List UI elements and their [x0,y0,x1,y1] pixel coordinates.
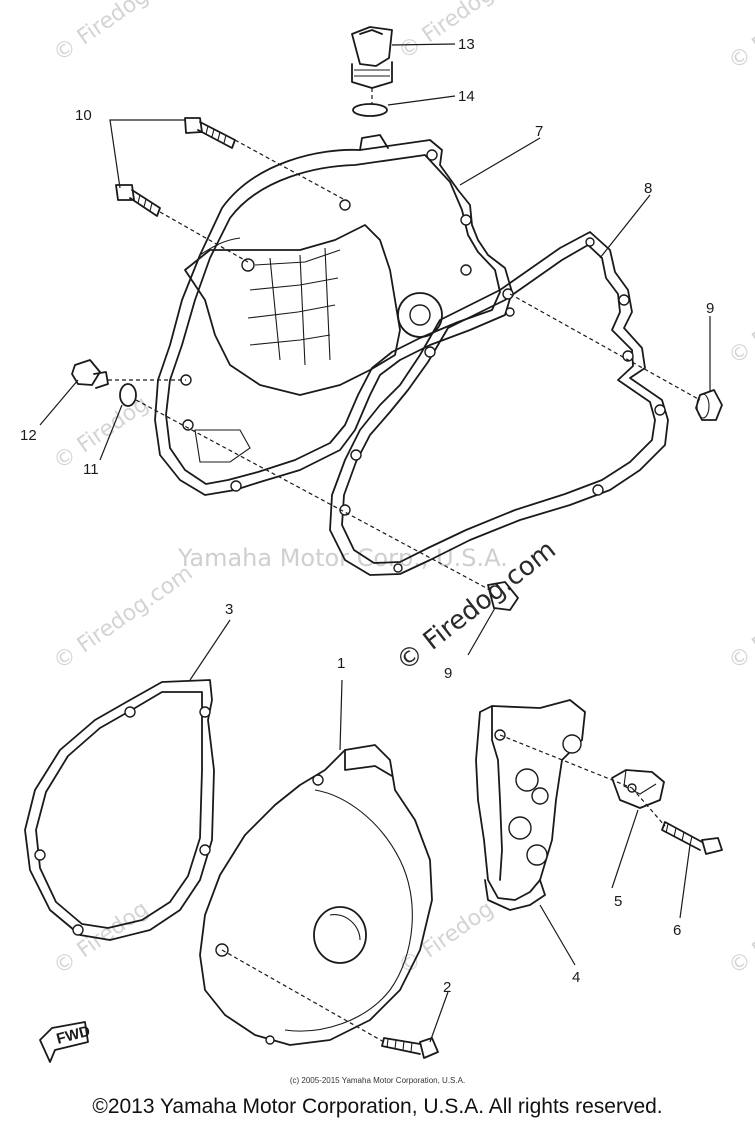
part-8-gasket [329,231,669,576]
callout-2: 2 [443,979,451,996]
watermark-firedog: © Firedog [49,0,153,67]
part-10-screws [115,117,236,217]
part-6-screw [661,821,723,855]
fwd-arrow-icon: FWD [39,1021,92,1063]
watermark-firedog: © Firedog [724,592,755,675]
part-1-cover [199,744,433,1046]
part-3-gasket [24,679,215,941]
callout-1: 1 [337,655,345,672]
part-13-plug [351,26,393,89]
callout-14: 14 [458,88,475,105]
callout-7: 7 [535,123,543,140]
callout-3: 3 [225,601,233,618]
watermark-firedog: © Firedog [724,287,755,370]
leader-lines [39,43,711,1043]
watermark-firedog: © Firedog [394,897,498,980]
part-5-clip [611,769,665,809]
part-11-washer [119,383,137,407]
watermark-firedog: © Firedog [724,0,755,75]
copyright-small-notice: (c) 2005-2015 Yamaha Motor Corporation, … [289,1076,466,1085]
part-2-bolt [381,1037,439,1059]
watermark-firedog: © Firedog [724,897,755,980]
part-12-cap [71,359,109,389]
callout-13: 13 [458,36,475,53]
callout-9-top: 9 [706,300,714,317]
callout-4: 4 [572,969,580,986]
part-7-crankcase-cover [154,134,513,496]
part-9-dowel-bottom [487,581,519,611]
callout-12: 12 [20,427,37,444]
callout-5: 5 [614,893,622,910]
callout-9-bottom: 9 [444,665,452,682]
watermark-firedog: © Firedog [49,392,153,475]
watermark-firedog: © Firedog.com [49,561,197,675]
part-4-guard-plate [475,699,586,911]
callout-10: 10 [75,107,92,124]
callout-11: 11 [83,461,99,478]
callout-8: 8 [644,180,652,197]
copyright-notice: ©2013 Yamaha Motor Corporation, U.S.A. A… [92,1095,663,1118]
watermark-layer: © Firedog © Firedog © Firedog © Firedog … [49,0,755,980]
part-14-o-ring [352,103,388,117]
callout-6: 6 [673,922,681,939]
callout-labels: 13 14 7 8 10 9 12 11 9 3 1 5 6 4 2 [20,36,714,996]
watermark-firedog: © Firedog [394,0,498,65]
watermark-yamaha: Yamaha Motor Corp., U.S.A. [177,544,508,572]
part-9-dowel-top [695,389,723,421]
